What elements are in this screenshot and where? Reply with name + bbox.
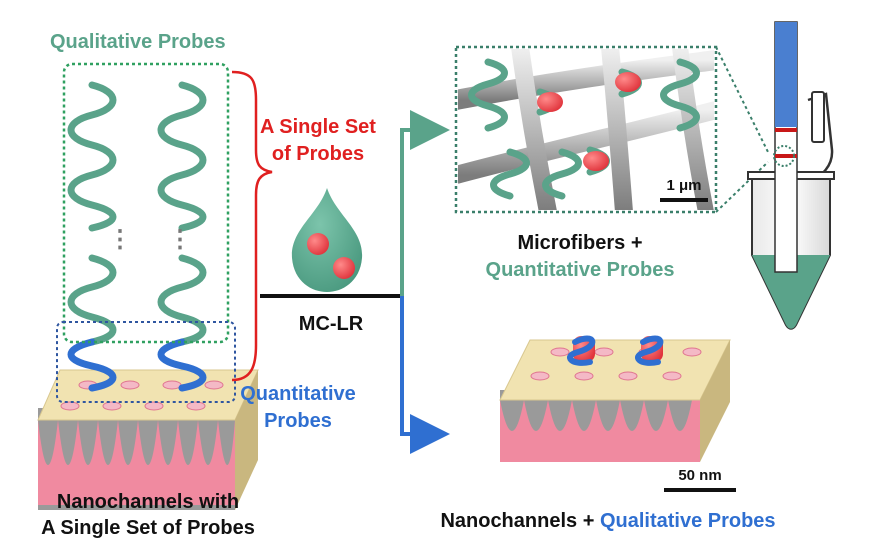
quantitative-probes-label-line2: Probes [264,410,332,432]
qualitative-region-box [62,62,230,344]
nanochannels-label-line2: A Single Set of Probes [41,517,255,539]
right-nanochannel-slab: 50 nm [499,335,736,492]
arrow-to-nanochannels [400,296,450,454]
bottom-label-suffix: Qualitative Probes [600,510,776,532]
mc-lr-droplet [291,188,363,292]
single-set-brace [231,70,273,382]
zoom-circle [773,145,795,167]
scale-label-micro: 1 μm [666,177,701,194]
left-nanochannel-slab [37,369,259,510]
microfibers-label-line2: Quantitative Probes [486,259,675,281]
bottom-right-label: Nanochannels + Qualitative Probes [440,510,775,532]
analyte-molecule-1 [307,233,329,255]
microfiber-panel: 1 μm [454,45,718,214]
analyte-molecule-2 [333,257,355,279]
bound-probe-1 [567,335,596,366]
arrow-to-microfibers [400,110,450,296]
qualitative-probes-label: Qualitative Probes [50,31,226,53]
analyte-label: MC-LR [299,313,364,335]
ellipsis-right: ⋮ [168,226,192,253]
scale-label-nano: 50 nm [678,467,721,484]
zoom-line-bottom [715,161,769,213]
microfibers-label-line1: Microfibers + [517,232,642,254]
test-line [775,154,797,158]
single-set-label-line1: A Single Set [260,116,376,138]
bottom-label-prefix: Nanochannels + [440,510,600,532]
bound-probe-2 [635,335,664,366]
strip-absorbent-pad [775,22,797,127]
ellipsis-left: ⋮ [108,226,132,253]
left-probe-helix-2 [157,81,207,392]
microfiber-bound-analytes [537,72,641,171]
test-strip-tube [747,21,835,330]
zoom-line-top [715,46,769,153]
quantitative-probes-label-line1: Quantitative [240,383,356,405]
single-set-label-line2: of Probes [272,143,364,165]
nanochannels-label-line1: Nanochannels with [57,491,239,513]
control-line [775,128,797,132]
left-probe-helix-1 [67,81,117,392]
